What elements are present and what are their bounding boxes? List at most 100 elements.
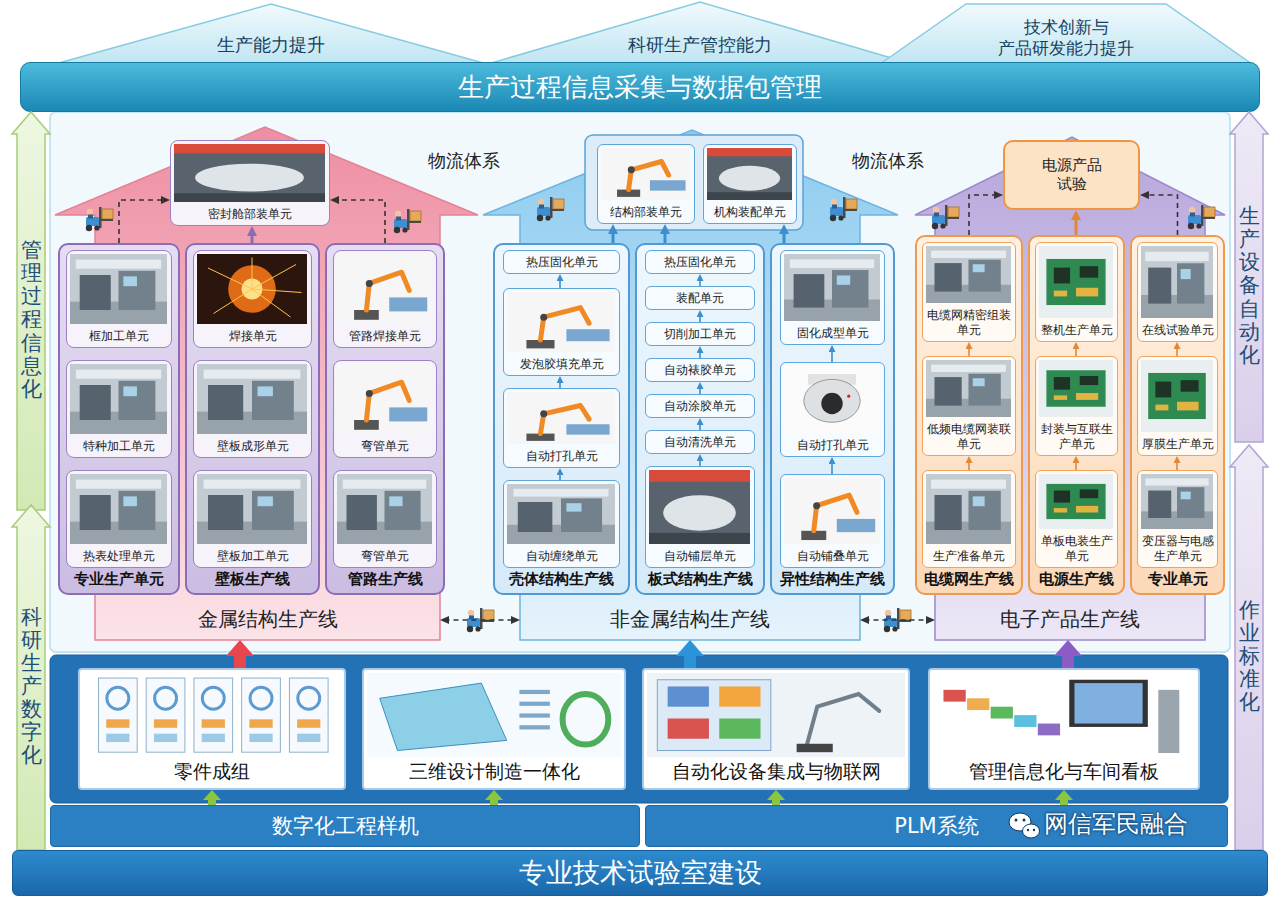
node-label: 整机生产单元: [1041, 323, 1113, 338]
part-card: [98, 678, 137, 752]
photo-background: [1141, 360, 1213, 432]
machine-screen: [1181, 492, 1191, 500]
node-label: 金属结构生产线: [198, 607, 338, 632]
connector-arrow: [208, 795, 216, 805]
unit-box: 壁板加工单元: [193, 470, 312, 568]
node-label: 生产设备自动化: [1239, 205, 1260, 367]
flow-box: [719, 686, 760, 706]
flow-box: [719, 718, 760, 738]
part-icon: [107, 687, 129, 709]
machine-shape: [80, 495, 111, 530]
connector-arrow: [772, 795, 780, 805]
spark-ray: [252, 265, 296, 290]
machine-shape: [969, 260, 1001, 292]
node-label: 管路焊接单元: [349, 329, 421, 344]
status-bar: [967, 698, 989, 710]
part-icon: [249, 734, 272, 742]
node-label: 异性结构生产线: [780, 570, 885, 589]
line-column: 异性结构生产线固化成型单元自动打孔单元自动铺叠单元: [770, 243, 895, 595]
machine-shape: [935, 263, 962, 292]
photo-background: [197, 254, 307, 324]
photo-background: [926, 246, 1011, 303]
machine-screen: [123, 496, 137, 506]
banner-strip: [174, 144, 325, 153]
chip: [1054, 268, 1070, 284]
photo-background: [174, 144, 325, 202]
unit-box: 弯管单元: [333, 470, 437, 568]
connector-arrow: [445, 619, 516, 621]
camera-led: [847, 395, 850, 398]
node-label: 自动涂胶单元: [664, 399, 736, 414]
photo-background: [1039, 474, 1113, 529]
node-label: 自动清洗单元: [664, 435, 736, 450]
camera-dome: [804, 379, 860, 422]
roof-outline: [488, 2, 912, 64]
unit-box: 机构装配单元: [703, 144, 797, 224]
photo-window: [1145, 478, 1208, 485]
connector-arrow: [968, 346, 970, 357]
photo-background: [1141, 246, 1213, 318]
node-label: 机构装配单元: [714, 205, 786, 220]
node-label: 管路生产线: [348, 570, 423, 589]
unit-picture: [337, 474, 432, 544]
unit-picture: [70, 254, 167, 324]
machine-shape: [832, 270, 868, 308]
work-table: [650, 180, 686, 190]
unit-picture: [1141, 474, 1213, 529]
machine-shape: [1148, 268, 1171, 304]
machine-screen: [123, 276, 137, 286]
connector-arrow: [699, 422, 701, 431]
node-label: 管理过程信息化: [21, 239, 42, 401]
part-icon: [202, 687, 224, 709]
node-label: 自动化设备集成与物联网: [672, 760, 881, 784]
photo-window: [76, 370, 161, 379]
photo-background: [83, 673, 341, 757]
spark-ray: [214, 289, 253, 314]
label-holder: 物流体系: [428, 150, 500, 173]
connector-arrow: [234, 648, 246, 668]
photo-background: [784, 366, 880, 433]
machine-screen: [973, 496, 985, 506]
circuit-board: [1046, 370, 1105, 406]
machine-screen: [566, 503, 581, 511]
unit-picture: [926, 360, 1011, 417]
house-outline: [483, 130, 898, 640]
gold-pad: [1054, 291, 1067, 297]
line-column: 电缆网生产线电缆网精密组装单元低频电缆网装联单元生产准备单元: [915, 235, 1023, 595]
machine-shape: [252, 491, 294, 530]
unit-box: 密封舱部装单元: [170, 140, 330, 226]
photo-window: [931, 251, 1006, 258]
connector-arrow: [699, 386, 701, 395]
spark-ray: [208, 268, 252, 289]
node-label: 发泡胶填充单元: [520, 357, 604, 372]
connector-arrow: [559, 278, 561, 289]
photo-window: [931, 365, 1006, 372]
circuit-board: [1148, 373, 1206, 419]
unit-box: 封装与互联生产单元: [1035, 356, 1118, 456]
status-bar: [1038, 724, 1060, 736]
unit-picture: [926, 246, 1011, 303]
node-label: 自动打孔单元: [797, 438, 869, 453]
cabin-shape: [663, 495, 736, 531]
note-label: 物流体系: [852, 150, 924, 173]
gold-pad: [1076, 288, 1098, 297]
machine-shape: [119, 491, 156, 530]
node-label: 壁板生产线: [215, 570, 290, 589]
unit-box: 低频电缆网装联单元: [922, 356, 1016, 456]
frame-panel: [50, 112, 1230, 652]
photo-floor: [649, 533, 750, 544]
module-box: 管理信息化与车间看板: [928, 668, 1200, 790]
part-icon: [202, 719, 225, 727]
unit-picture: [197, 254, 307, 324]
work-table: [566, 424, 609, 434]
house-outline: [55, 127, 478, 640]
unit-box: 管路焊接单元: [333, 250, 437, 348]
photo-background: [507, 292, 615, 352]
arrow-outline: [12, 112, 50, 510]
node-label: 科研生产管控能力: [628, 34, 772, 57]
node-label: 密封舱部装单元: [208, 207, 292, 222]
unit-picture: [507, 484, 615, 544]
machine-screen: [973, 378, 985, 386]
photo-window: [204, 370, 301, 379]
